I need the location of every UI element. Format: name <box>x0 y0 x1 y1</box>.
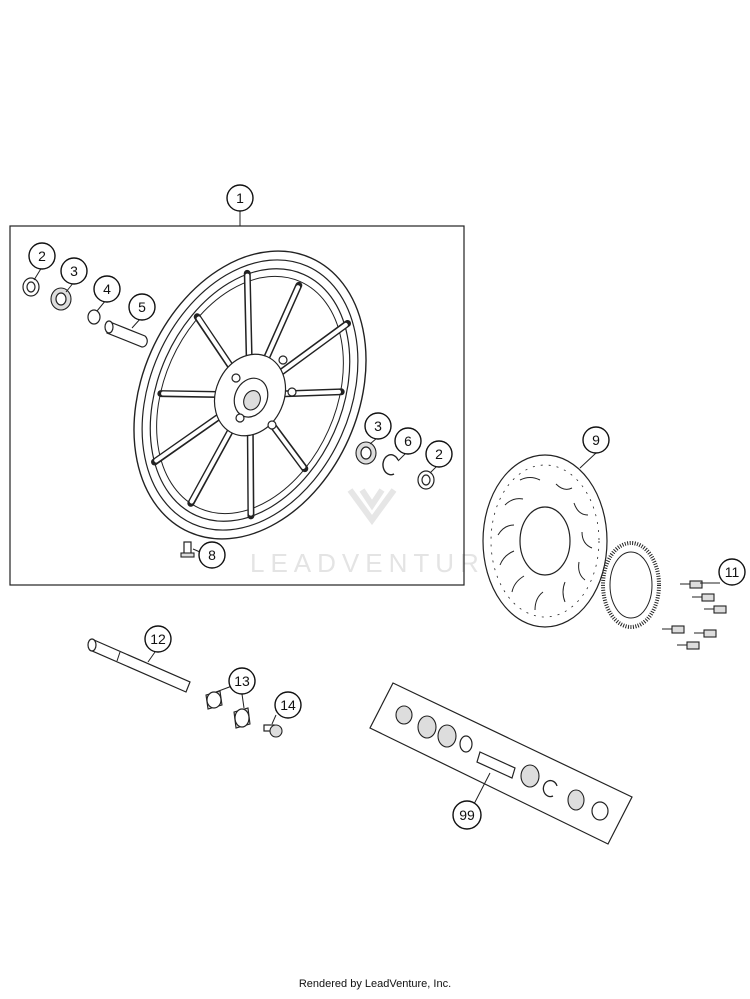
svg-text:12: 12 <box>150 631 166 647</box>
callout-6[interactable]: 6 <box>394 427 422 455</box>
distance-tube-5 <box>104 320 148 348</box>
svg-text:9: 9 <box>592 432 600 448</box>
svg-text:2: 2 <box>435 446 443 462</box>
callout-12[interactable]: 12 <box>144 625 172 653</box>
svg-text:14: 14 <box>280 697 296 713</box>
callout-8[interactable]: 8 <box>198 541 226 569</box>
svg-text:13: 13 <box>234 673 250 689</box>
callout-99[interactable]: 99 <box>452 800 482 830</box>
callout-4[interactable]: 4 <box>93 275 121 303</box>
svg-text:3: 3 <box>374 418 382 434</box>
left-ring-4 <box>87 309 101 325</box>
right-spacer-2 <box>417 470 435 490</box>
callout-1[interactable]: 1 <box>226 184 254 212</box>
svg-text:4: 4 <box>103 281 111 297</box>
footer-credit: Rendered by LeadVenture, Inc. <box>298 978 452 990</box>
wheel-assembly-box <box>9 225 465 586</box>
svg-text:8: 8 <box>208 547 216 563</box>
hub-bolts <box>231 355 297 430</box>
svg-text:2: 2 <box>38 248 46 264</box>
watermark: LEADVENTURE <box>250 488 508 578</box>
svg-text:99: 99 <box>459 807 475 823</box>
right-bearing-3 <box>355 441 377 465</box>
svg-text:3: 3 <box>70 263 78 279</box>
brake-disc-9 <box>482 454 608 628</box>
tire-valve-8 <box>180 541 195 558</box>
wheel-spindle-12 <box>87 638 191 693</box>
svg-text:5: 5 <box>138 299 146 315</box>
repair-kit-box <box>369 682 633 845</box>
spacers-13 <box>205 690 251 729</box>
front-wheel <box>133 250 367 540</box>
svg-text:1: 1 <box>236 190 244 206</box>
axle-screw-14 <box>263 724 283 738</box>
svg-text:6: 6 <box>404 433 412 449</box>
left-spacer-2 <box>22 277 40 297</box>
disc-screws-11 <box>662 580 727 650</box>
callout-3-right[interactable]: 3 <box>364 412 392 440</box>
callout-3-left[interactable]: 3 <box>60 257 88 285</box>
callout-13[interactable]: 13 <box>228 667 256 695</box>
circlip-6 <box>382 454 399 476</box>
callout-14[interactable]: 14 <box>274 691 302 719</box>
abs-sensor-ring <box>601 541 661 629</box>
watermark-text: LEADVENTURE <box>250 548 508 578</box>
left-bearing-3 <box>50 287 72 311</box>
svg-text:11: 11 <box>725 564 740 580</box>
callout-2-left[interactable]: 2 <box>28 242 56 270</box>
callout-9[interactable]: 9 <box>582 426 610 454</box>
callout-11[interactable]: 11 <box>718 558 746 586</box>
callout-5[interactable]: 5 <box>128 293 156 321</box>
callout-2-right[interactable]: 2 <box>425 440 453 468</box>
